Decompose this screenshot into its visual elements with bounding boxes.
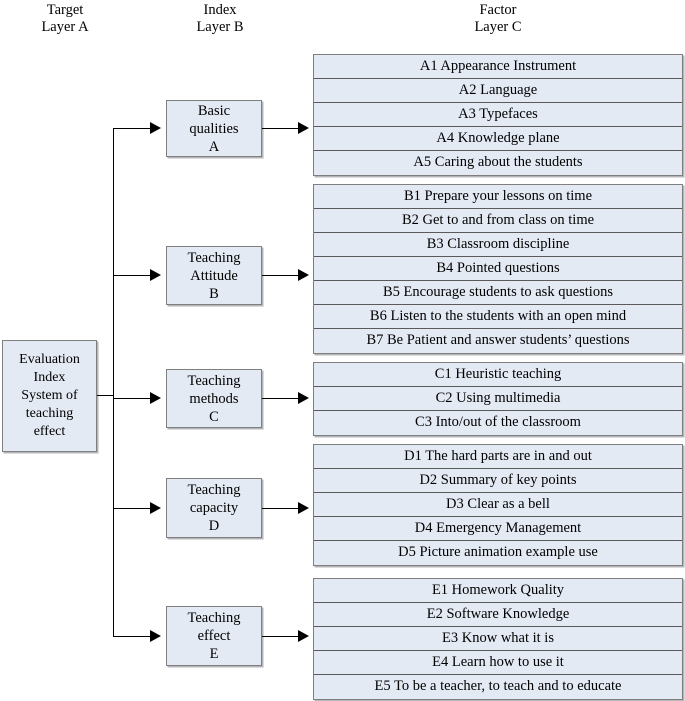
factor-row[interactable]: C3 Into/out of the classroom xyxy=(314,411,682,435)
factor-row[interactable]: C1 Heuristic teaching xyxy=(314,363,682,387)
connector-c-to-factors xyxy=(262,398,301,399)
factor-row[interactable]: E4 Learn how to use it xyxy=(314,651,682,675)
factor-row[interactable]: A5 Caring about the students xyxy=(314,151,682,175)
arrow-branch-c-icon xyxy=(150,392,161,404)
connector-d-to-factors xyxy=(262,508,301,509)
factor-row[interactable]: D1 The hard parts are in and out xyxy=(314,445,682,469)
factor-row[interactable]: A4 Knowledge plane xyxy=(314,127,682,151)
connector-branch-e xyxy=(113,636,150,637)
arrow-branch-b-icon xyxy=(150,269,161,281)
connector-branch-c xyxy=(113,398,150,399)
arrow-branch-e-icon xyxy=(150,630,161,642)
arrow-branch-d-icon xyxy=(150,502,161,514)
factor-row[interactable]: E1 Homework Quality xyxy=(314,579,682,603)
column-header-factor-layer: Factor Layer C xyxy=(474,2,522,35)
factor-row[interactable]: E2 Software Knowledge xyxy=(314,603,682,627)
factor-row[interactable]: B3 Classroom discipline xyxy=(314,233,682,257)
factor-row[interactable]: B7 Be Patient and answer students’ quest… xyxy=(314,329,682,353)
connector-b-to-factors xyxy=(262,275,301,276)
factor-row[interactable]: C2 Using multimedia xyxy=(314,387,682,411)
factor-row[interactable]: E5 To be a teacher, to teach and to educ… xyxy=(314,675,682,699)
index-node-basic-qualities-a[interactable]: Basic qualities A xyxy=(166,100,262,157)
factor-row[interactable]: D4 Emergency Management xyxy=(314,517,682,541)
connector-a-to-factors xyxy=(262,128,301,129)
column-header-index-layer: Index Layer B xyxy=(196,2,244,35)
index-node-teaching-effect-e[interactable]: Teaching effect E xyxy=(166,606,262,666)
factor-row[interactable]: A2 Language xyxy=(314,79,682,103)
factor-row[interactable]: A3 Typefaces xyxy=(314,103,682,127)
arrow-c-factors-icon xyxy=(298,392,309,404)
arrow-b-factors-icon xyxy=(298,269,309,281)
factor-row[interactable]: B4 Pointed questions xyxy=(314,257,682,281)
column-header-target-layer: Target Layer A xyxy=(41,2,89,35)
index-node-teaching-attitude-b[interactable]: Teaching Attitude B xyxy=(166,246,262,305)
arrow-a-factors-icon xyxy=(298,122,309,134)
factor-row[interactable]: B6 Listen to the students with an open m… xyxy=(314,305,682,329)
factor-row[interactable]: D5 Picture animation example use xyxy=(314,541,682,565)
factor-row[interactable]: B2 Get to and from class on time xyxy=(314,209,682,233)
connector-trunk-vertical xyxy=(113,128,114,636)
index-node-teaching-capacity-d[interactable]: Teaching capacity D xyxy=(166,478,262,538)
connector-branch-b xyxy=(113,275,150,276)
connector-branch-a xyxy=(113,128,150,129)
factor-row[interactable]: D2 Summary of key points xyxy=(314,469,682,493)
target-node-evaluation-index-system[interactable]: Evaluation Index System of teaching effe… xyxy=(2,340,97,452)
arrow-branch-a-icon xyxy=(150,122,161,134)
index-node-teaching-methods-c[interactable]: Teaching methods C xyxy=(166,369,262,428)
factor-row[interactable]: E3 Know what it is xyxy=(314,627,682,651)
connector-e-to-factors xyxy=(262,636,301,637)
arrow-d-factors-icon xyxy=(298,502,309,514)
connector-branch-d xyxy=(113,508,150,509)
factor-row[interactable]: A1 Appearance Instrument xyxy=(314,55,682,79)
factor-row[interactable]: B1 Prepare your lessons on time xyxy=(314,185,682,209)
connector-target-stub xyxy=(97,395,114,396)
factor-row[interactable]: D3 Clear as a bell xyxy=(314,493,682,517)
factor-row[interactable]: B5 Encourage students to ask questions xyxy=(314,281,682,305)
arrow-e-factors-icon xyxy=(298,630,309,642)
